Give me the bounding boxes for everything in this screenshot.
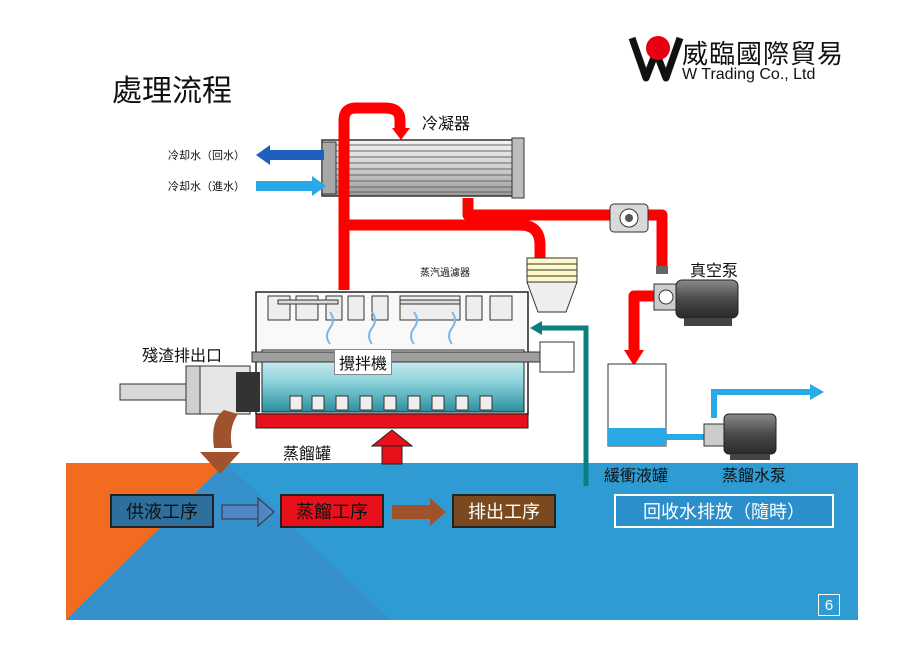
flow-arrow-1 <box>221 496 275 528</box>
cooling-inlet-label: 冷却水（進水） <box>168 180 245 193</box>
distilled-water-pump-label: 蒸餾水泵 <box>722 466 787 485</box>
cooling-inlet-arrow <box>256 176 326 196</box>
slide-title: 處理流程 <box>112 74 232 109</box>
heat-arrow <box>370 429 414 465</box>
page-number: 6 <box>818 594 840 616</box>
process-step-recovered-water: 回收水排放（隨時） <box>614 494 834 528</box>
company-name-en: W Trading Co., Ltd <box>682 66 816 83</box>
steam-filter-label: 蒸汽過濾器 <box>420 268 470 279</box>
buffer-tank <box>607 363 667 447</box>
condenser-inflow-arrowhead <box>392 128 410 140</box>
process-step-feed: 供液工序 <box>110 494 214 528</box>
process-step-discharge: 排出工序 <box>452 494 556 528</box>
outlet-pipe <box>666 389 812 440</box>
logo-mark <box>628 36 684 82</box>
distillation-tank-label: 蒸餾罐 <box>283 444 332 463</box>
cooling-return-arrow <box>256 145 324 165</box>
condenser <box>321 137 525 199</box>
inline-valve <box>609 203 649 233</box>
buffer-tank-label: 緩衝液罐 <box>604 466 669 485</box>
cooling-return-label: 冷却水（回水） <box>168 149 245 162</box>
return-pipe <box>540 325 589 486</box>
bottom-panel <box>66 463 858 620</box>
distillation-unit <box>251 291 575 429</box>
residue-outlet <box>119 365 260 474</box>
flow-arrow-2 <box>392 498 446 526</box>
process-step-distillation: 蒸餾工序 <box>280 494 384 528</box>
distilled-water-pump <box>703 413 777 460</box>
condenser-label: 冷凝器 <box>422 114 471 133</box>
buffer-inflow-arrowhead <box>624 350 644 366</box>
agitator-label: 攪拌機 <box>334 349 393 375</box>
steam-filter <box>526 257 578 313</box>
company-name-cn: 威臨國際貿易 <box>682 40 845 70</box>
residue-outlet-label: 殘渣排出口 <box>142 346 223 365</box>
vacuum-pump <box>653 266 739 326</box>
vacuum-pump-label: 真空泵 <box>690 261 739 280</box>
steam-pipe <box>338 102 668 352</box>
